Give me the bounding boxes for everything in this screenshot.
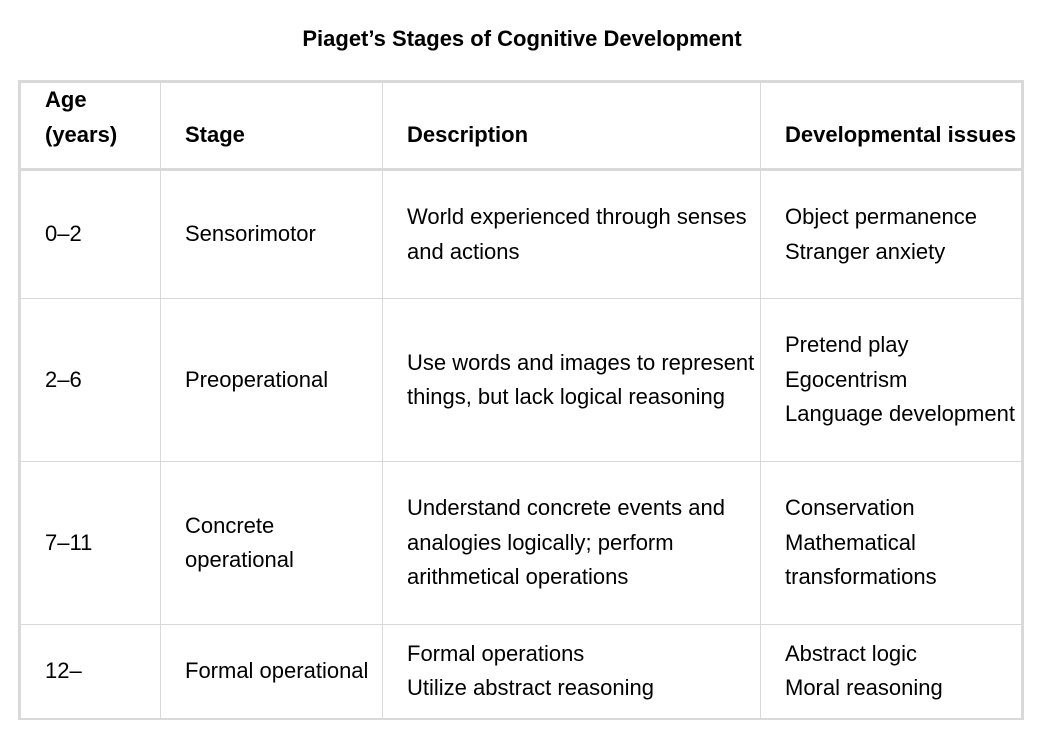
header-row: Age (years) Stage Description Developmen…: [18, 80, 1024, 171]
stages-table: Age (years) Stage Description Developmen…: [18, 80, 1024, 720]
issues-cell: Abstract logic Moral reasoning: [760, 624, 1024, 720]
description-line: Utilize abstract reasoning: [407, 675, 655, 701]
issues-cell: Pretend play Egocentrism Language develo…: [760, 298, 1024, 462]
issues-cell: Conservation Mathematical transformation…: [760, 461, 1024, 625]
description-cell: Understand concrete events and analogies…: [382, 461, 761, 625]
issues-cell: Object permanence Stranger anxiety: [760, 169, 1024, 299]
table-row: 7–11 Concrete operational Understand con…: [18, 461, 1024, 625]
description-cell: Formal operations Utilize abstract reaso…: [382, 624, 761, 720]
description-line: Formal operations: [407, 640, 585, 666]
table-row: 2–6 Preoperational Use words and images …: [18, 298, 1024, 462]
stage-cell: Formal operational: [160, 624, 383, 720]
issue-item: Egocentrism: [785, 366, 908, 392]
description-cell: World experienced through senses and act…: [382, 169, 761, 299]
age-cell: 7–11: [18, 461, 161, 625]
table-row: 0–2 Sensorimotor World experienced throu…: [18, 169, 1024, 299]
issue-item: Abstract logic: [785, 640, 918, 666]
description-cell: Use words and images to represent things…: [382, 298, 761, 462]
stage-cell: Sensorimotor: [160, 169, 383, 299]
issue-item: Mathematical transformations: [785, 529, 937, 590]
issue-item: Object permanence: [785, 204, 977, 229]
table-row: 12– Formal operational Formal operations…: [18, 624, 1024, 720]
header-age: Age (years): [18, 80, 161, 171]
header-stage: Stage: [160, 80, 383, 171]
issue-item: Pretend play: [785, 332, 909, 358]
header-issues: Developmental issues: [760, 80, 1024, 171]
stage-cell: Concrete operational: [160, 461, 383, 625]
table-title: Piaget’s Stages of Cognitive Development: [302, 26, 742, 51]
issue-item: Moral reasoning: [785, 675, 943, 701]
issue-item: Conservation: [785, 495, 915, 521]
age-cell: 12–: [18, 624, 161, 720]
header-description: Description: [382, 80, 761, 171]
issue-item: Stranger anxiety: [785, 238, 946, 264]
age-cell: 0–2: [18, 169, 161, 299]
stage-cell: Preoperational: [160, 298, 383, 462]
age-cell: 2–6: [18, 298, 161, 462]
issue-item: Language development: [785, 401, 1015, 427]
